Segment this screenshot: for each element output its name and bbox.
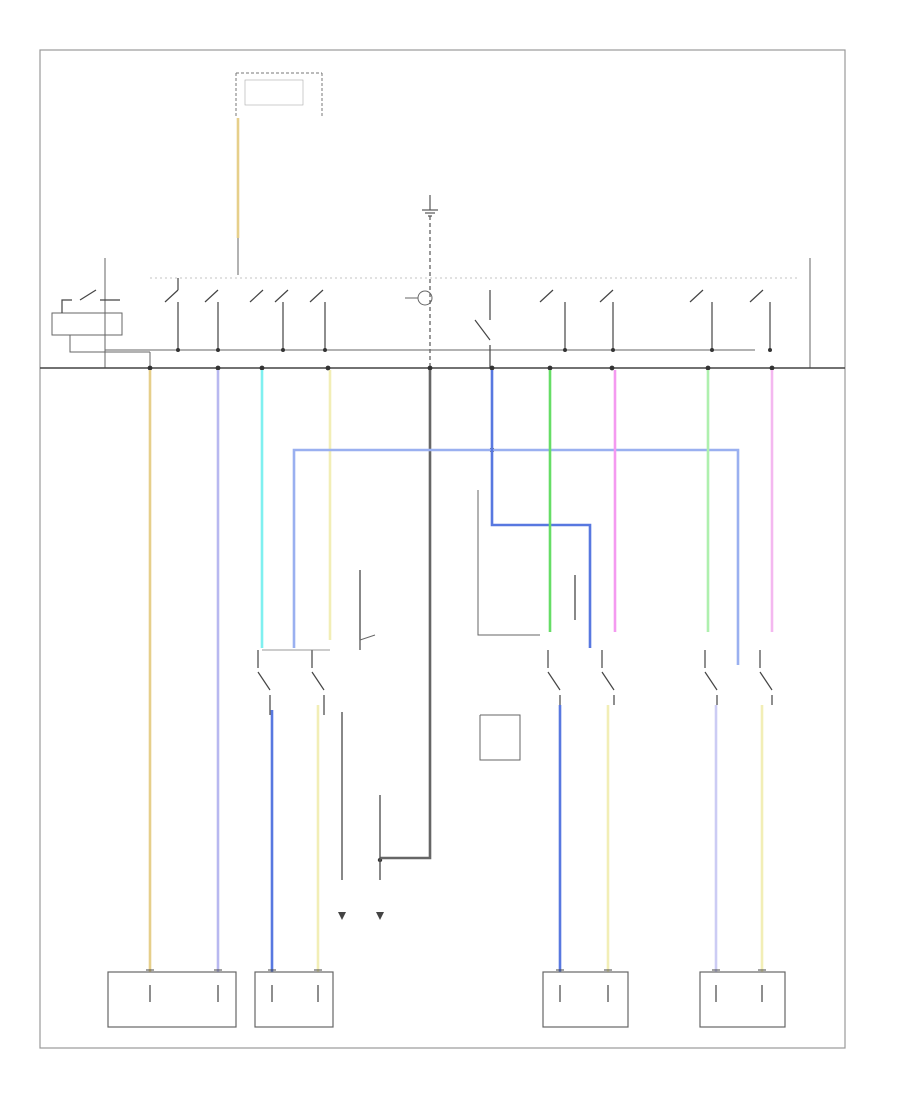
wire-blue-lr — [490, 370, 592, 648]
wire-blue-top — [292, 448, 740, 665]
diagram-frame — [39, 49, 846, 1049]
window-motor-rr — [699, 971, 786, 1028]
lockout-module — [51, 312, 123, 336]
door-switch-rf — [257, 634, 376, 715]
window-motor-rf — [254, 971, 334, 1028]
junction-dots — [147, 348, 775, 863]
fuse-block — [235, 72, 323, 118]
wire-grey-ground — [380, 370, 432, 860]
door-switch-rr — [704, 650, 773, 705]
wires — [148, 370, 774, 972]
master-switch-assembly — [40, 258, 845, 369]
window-motor-lr — [542, 971, 629, 1028]
ground-symbol — [422, 195, 438, 370]
door-switch-lr — [479, 650, 615, 761]
lr-bracket — [477, 490, 540, 636]
master-switch-contacts — [150, 277, 800, 368]
window-motor-lf — [107, 971, 237, 1028]
ground-arrows — [338, 912, 384, 920]
